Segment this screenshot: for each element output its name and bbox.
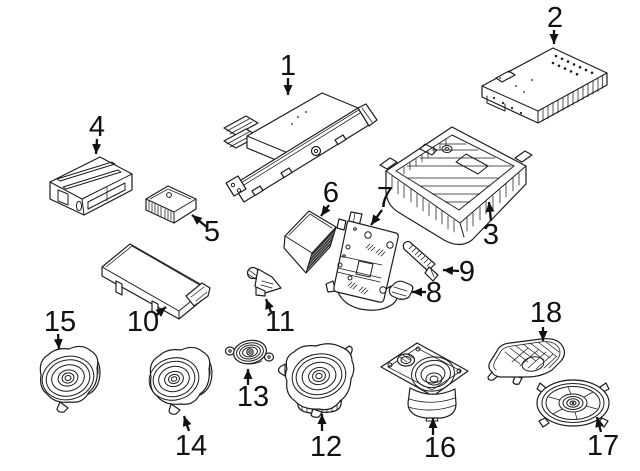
part-14-speaker-drawing [148, 346, 213, 415]
part-12-speaker-drawing [277, 343, 355, 418]
part-8-clip-drawing [388, 280, 414, 300]
callout-4-arrow [92, 138, 102, 155]
callout-1: 1 [280, 50, 296, 95]
part-13-tweeter-drawing [224, 339, 275, 365]
part-11-bracket-clip-drawing [246, 266, 282, 297]
callout-10-arrow [154, 306, 167, 317]
callout-14: 14 [175, 415, 207, 462]
callout-7: 7 [370, 182, 393, 226]
callout-15-arrow [53, 333, 63, 350]
callout-12: 12 [310, 414, 342, 463]
callout-3: 3 [483, 201, 499, 251]
callout-18-label: 18 [530, 297, 562, 329]
callout-6-label: 6 [323, 177, 339, 209]
callout-10: 10 [127, 306, 167, 338]
callout-5-label: 5 [204, 216, 220, 248]
callout-13: 13 [237, 369, 269, 413]
callout-6: 6 [320, 177, 339, 217]
callout-17: 17 [587, 416, 619, 462]
callout-11-label: 11 [265, 306, 295, 338]
callout-9-label: 9 [459, 256, 475, 288]
part-5-module-drawing [145, 185, 197, 224]
part-6-speaker-module-drawing [283, 210, 337, 274]
callout-2-label: 2 [547, 2, 563, 34]
part-9-rail-drawing [402, 240, 439, 282]
amplifier-pin-dots [492, 54, 594, 115]
callout-15: 15 [44, 306, 76, 350]
callout-17-label: 17 [587, 430, 619, 462]
callout-3-arrow [485, 201, 495, 222]
callout-8: 8 [412, 277, 442, 309]
callout-8-label: 8 [426, 277, 442, 309]
callout-14-label: 14 [175, 430, 207, 462]
callout-10-label: 10 [127, 306, 159, 338]
callout-7-label: 7 [377, 182, 393, 214]
callout-4-label: 4 [89, 111, 105, 143]
callout-7-arrow [370, 209, 383, 226]
part-3-mounting-tray-drawing [379, 126, 533, 246]
callout-9: 9 [442, 256, 475, 288]
callout-12-label: 12 [310, 431, 342, 463]
part-7-mounting-bracket-drawing [325, 211, 399, 311]
callout-9-arrow [442, 266, 460, 276]
callout-16-label: 16 [424, 432, 456, 464]
callout-13-label: 13 [237, 381, 269, 413]
callout-5: 5 [191, 214, 220, 248]
part-4-module-box-drawing [49, 156, 133, 216]
part-10-antenna-module-drawing [101, 243, 211, 320]
callout-2: 2 [547, 2, 563, 44]
part-2-amplifier-drawing [481, 47, 608, 124]
part-1-radio-head-unit-drawing [223, 92, 378, 203]
callout-15-label: 15 [44, 306, 76, 338]
callout-3-label: 3 [483, 219, 499, 251]
callout-11: 11 [264, 298, 295, 338]
callouts: 1 2 3 4 5 6 7 8 [44, 2, 619, 464]
callout-16: 16 [424, 418, 456, 464]
callout-11-arrow [264, 298, 274, 313]
callout-14-arrow [182, 415, 192, 432]
callout-17-arrow [595, 416, 604, 433]
part-15-speaker-drawing [39, 345, 101, 413]
part-17-woofer-drawing [536, 379, 610, 428]
callout-5-arrow [191, 214, 209, 229]
callout-1-label: 1 [280, 50, 296, 82]
callout-6-arrow [320, 204, 331, 217]
callout-4: 4 [89, 111, 105, 155]
part-16-subwoofer-drawing [380, 342, 469, 422]
callout-18: 18 [530, 297, 562, 341]
part-18-speaker-cover-drawing [487, 338, 566, 385]
